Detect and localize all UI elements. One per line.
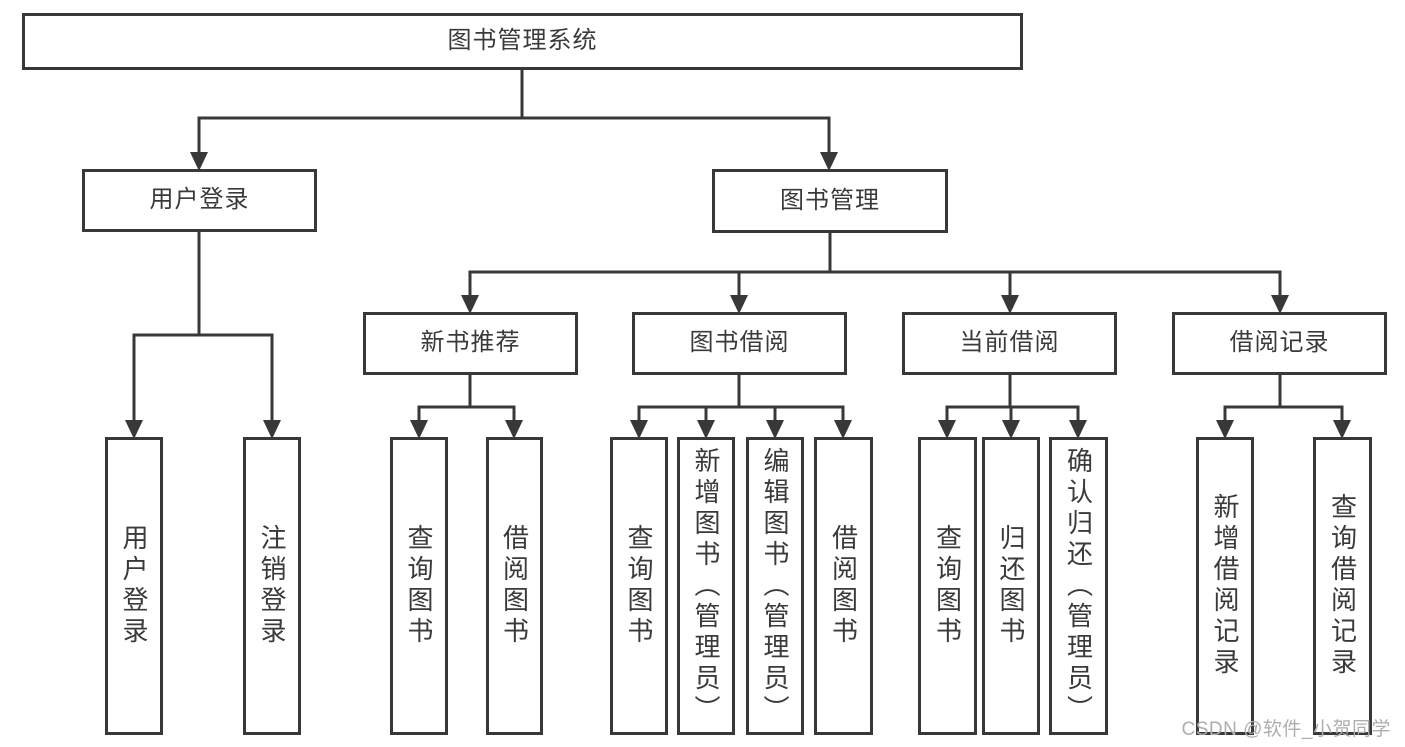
node-new-book-recommendation: 新书推荐 [363,312,578,375]
node-current-borrowing: 当前借阅 [902,312,1117,375]
node-library-management-system: 图书管理系统 [22,13,1023,70]
connector-path [132,68,1344,423]
leaf-borrow-books-recommend: 借阅图书 [486,437,543,735]
node-book-borrowing: 图书借阅 [632,312,847,375]
leaf-search-borrowing-record: 查询借阅记录 [1313,437,1372,735]
leaf-user-login: 用户登录 [105,437,163,735]
node-borrowing-records: 借阅记录 [1172,312,1387,375]
leaf-borrow-books: 借阅图书 [814,437,873,735]
leaf-search-books-current: 查询图书 [918,437,977,735]
leaf-search-books-borrowing: 查询图书 [610,437,668,735]
node-user-login: 用户登录 [82,169,317,232]
csdn-watermark: CSDN @软件_小贺同学 [1181,719,1391,740]
leaf-edit-books-admin: 编辑图书（管理员） [746,437,804,735]
leaf-logout: 注销登录 [243,437,301,735]
node-book-management: 图书管理 [712,169,948,233]
leaf-confirm-return-admin: 确认归还（管理员） [1049,437,1108,735]
leaf-add-borrowing-record: 新增借阅记录 [1196,437,1254,735]
leaf-return-books: 归还图书 [982,437,1040,735]
leaf-search-books-recommend: 查询图书 [390,437,448,735]
leaf-add-books-admin: 新增图书（管理员） [677,437,735,735]
arrowheads [125,152,1351,439]
